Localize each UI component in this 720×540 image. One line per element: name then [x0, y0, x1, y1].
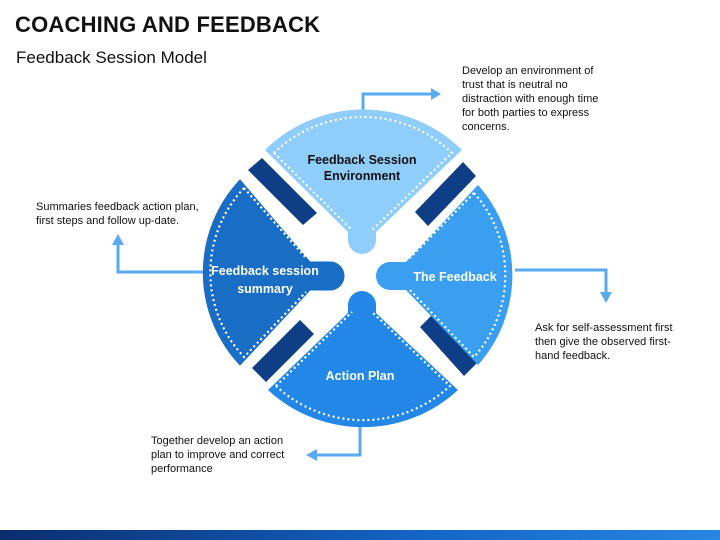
page-title: COACHING AND FEEDBACK [15, 12, 321, 37]
dotted-outlines [209, 115, 507, 422]
connector-left [116, 243, 203, 274]
dotted-outline-top-left [273, 152, 353, 231]
arrow-head-right [600, 292, 612, 303]
segment-right-label: The Feedback [413, 270, 496, 284]
dotted-outline-right [409, 192, 507, 359]
bottom-accent-bar [0, 530, 720, 540]
note-left: Summaries feedback action plan, first st… [36, 201, 199, 227]
note-top: Develop an environment of trust that is … [462, 65, 599, 133]
segment-right [376, 185, 513, 365]
arrow-head-left [112, 234, 124, 245]
segment-bottom [268, 291, 458, 428]
dotted-outline-left [209, 187, 307, 359]
shadow-bottom-right [420, 313, 478, 376]
shadow-bottom-left [252, 320, 314, 382]
segment-left-label-line1: Feedback session [211, 264, 319, 278]
arrow-head-top [431, 88, 441, 100]
dotted-outline-bottom [275, 311, 452, 422]
page-subtitle: Feedback Session Model [16, 48, 207, 67]
segment-top-label-line2: Environment [324, 169, 401, 183]
segment-top-label-line1: Feedback Session [307, 153, 416, 167]
shadow-top-left [248, 158, 317, 225]
segment-left [202, 179, 345, 366]
arrowheads [112, 88, 612, 461]
note-bottom: Together develop an action plan to impro… [151, 435, 285, 475]
segment-shadows [248, 158, 478, 382]
arrow-head-bottom [306, 449, 317, 461]
connector-right [515, 268, 608, 293]
segment-top [265, 109, 462, 254]
segment-bottom-label: Action Plan [326, 369, 395, 383]
shadow-top-right [415, 162, 476, 226]
segment-left-label-line2: summary [237, 282, 293, 296]
note-right: Ask for self-assessment first then give … [535, 322, 673, 362]
